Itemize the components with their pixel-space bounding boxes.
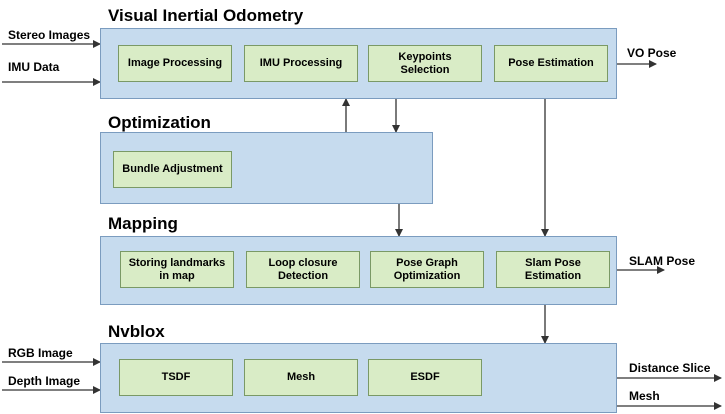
imu-processing-box: IMU Processing — [244, 45, 358, 82]
pose-estimation-box: Pose Estimation — [494, 45, 608, 82]
nvblox-panel: TSDF Mesh ESDF — [100, 343, 617, 413]
optimization-title: Optimization — [108, 113, 211, 132]
input-label-stereo-images: Stereo Images — [8, 28, 91, 42]
loop-closure-detection-box: Loop closure Detection — [246, 251, 360, 288]
keypoints-selection-box: Keypoints Selection — [368, 45, 482, 82]
nvblox-title: Nvblox — [108, 322, 165, 341]
pose-graph-optimization-box: Pose Graph Optimization — [370, 251, 484, 288]
output-label-slam-pose: SLAM Pose — [629, 254, 696, 268]
storing-landmarks-box: Storing landmarks in map — [120, 251, 234, 288]
esdf-box: ESDF — [368, 359, 482, 396]
optimization-panel: Bundle Adjustment — [100, 132, 433, 204]
output-label-mesh: Mesh — [629, 389, 660, 403]
input-label-depth-image: Depth Image — [8, 374, 81, 388]
input-label-rgb-image: RGB Image — [8, 346, 73, 360]
vio-panel: Image Processing IMU Processing Keypoint… — [100, 28, 617, 99]
slam-pose-estimation-box: Slam Pose Estimation — [496, 251, 610, 288]
bundle-adjustment-box: Bundle Adjustment — [113, 151, 232, 188]
mapping-title: Mapping — [108, 214, 178, 233]
output-label-vo-pose: VO Pose — [627, 46, 677, 60]
tsdf-box: TSDF — [119, 359, 233, 396]
input-label-imu-data: IMU Data — [8, 60, 60, 74]
mesh-box: Mesh — [244, 359, 358, 396]
vio-title: Visual Inertial Odometry — [108, 6, 304, 25]
image-processing-box: Image Processing — [118, 45, 232, 82]
output-label-distance-slice: Distance Slice — [629, 361, 711, 375]
mapping-panel: Storing landmarks in map Loop closure De… — [100, 236, 617, 305]
